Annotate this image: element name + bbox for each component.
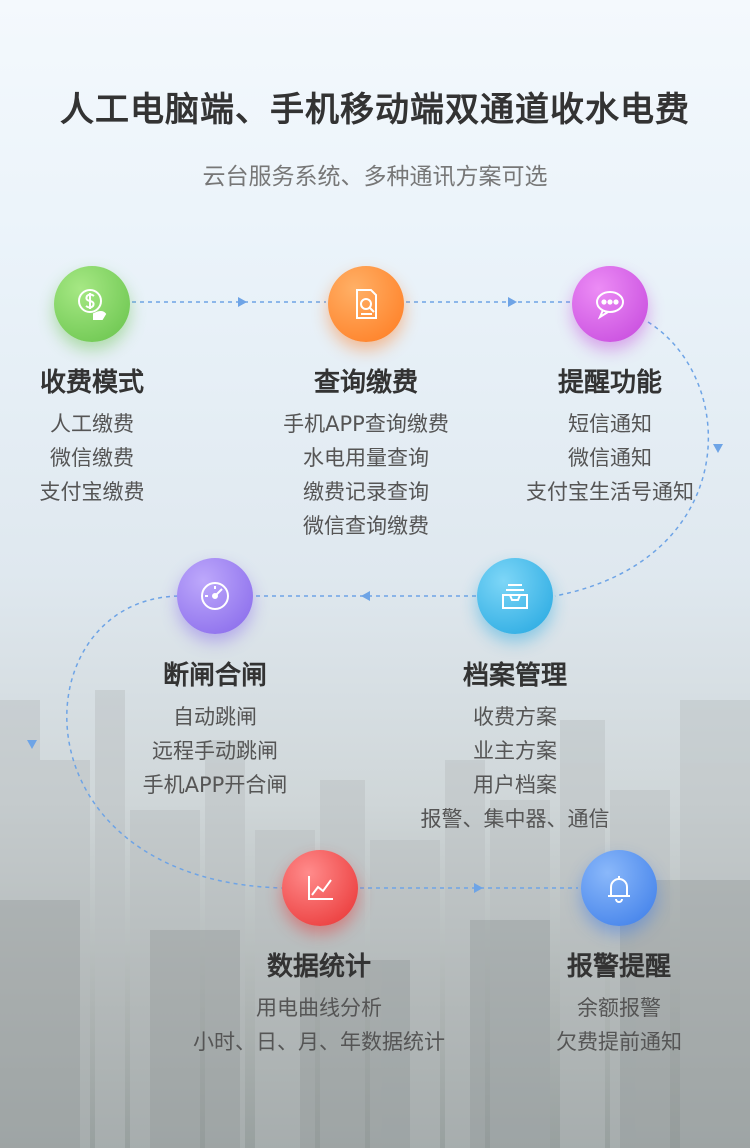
feature-item: 余额报警 xyxy=(577,996,661,1020)
feature-item: 短信通知 xyxy=(568,412,652,436)
feature-item: 收费方案 xyxy=(473,705,557,729)
feature-item: 业主方案 xyxy=(473,739,557,763)
feature-title: 提醒功能 xyxy=(557,368,662,398)
feature-data-statistics: 数据统计 用电曲线分析 小时、日、月、年数据统计 xyxy=(166,946,472,1059)
feature-query-payment: 查询缴费 手机APP查询缴费 水电用量查询 缴费记录查询 微信查询缴费 xyxy=(256,362,476,543)
feature-item: 微信查询缴费 xyxy=(303,514,429,538)
feature-item: 手机APP开合闸 xyxy=(142,773,288,797)
feature-item: 自动跳闸 xyxy=(173,705,257,729)
line-chart-icon xyxy=(282,850,358,926)
feature-item: 支付宝生活号通知 xyxy=(526,480,694,504)
feature-title: 数据统计 xyxy=(266,952,371,982)
feature-title: 报警提醒 xyxy=(566,952,671,982)
feature-item: 水电用量查询 xyxy=(303,446,429,470)
document-search-icon xyxy=(328,266,404,342)
feature-item: 欠费提前通知 xyxy=(556,1030,682,1054)
feature-item: 用户档案 xyxy=(473,773,557,797)
dollar-hand-icon xyxy=(54,266,130,342)
feature-item: 手机APP查询缴费 xyxy=(283,412,449,436)
feature-alarm-reminder: 报警提醒 余额报警 欠费提前通知 xyxy=(519,946,719,1059)
page-subtitle: 云台服务系统、多种通讯方案可选 xyxy=(202,164,548,190)
feature-billing-mode: 收费模式 人工缴费 微信缴费 支付宝缴费 xyxy=(17,362,167,509)
gauge-icon xyxy=(177,558,253,634)
chat-bubble-icon xyxy=(572,266,648,342)
feature-title: 档案管理 xyxy=(462,661,567,691)
feature-title: 收费模式 xyxy=(39,368,144,398)
feature-item: 报警、集中器、通信 xyxy=(420,807,610,831)
feature-breaker-control: 断闸合闸 自动跳闸 远程手动跳闸 手机APP开合闸 xyxy=(115,655,315,802)
feature-item: 远程手动跳闸 xyxy=(152,739,278,763)
feature-item: 支付宝缴费 xyxy=(39,480,145,504)
feature-notification: 提醒功能 短信通知 微信通知 支付宝生活号通知 xyxy=(500,362,720,509)
feature-title: 查询缴费 xyxy=(313,368,418,398)
feature-title: 断闸合闸 xyxy=(162,661,267,691)
archive-tray-icon xyxy=(477,558,553,634)
feature-archive-management: 档案管理 收费方案 业主方案 用户档案 报警、集中器、通信 xyxy=(395,655,635,836)
feature-item: 缴费记录查询 xyxy=(303,480,429,504)
feature-item: 微信通知 xyxy=(568,446,652,470)
bell-icon xyxy=(581,850,657,926)
feature-item: 用电曲线分析 xyxy=(256,996,382,1020)
page-title: 人工电脑端、手机移动端双通道收水电费 xyxy=(60,90,690,130)
feature-item: 微信缴费 xyxy=(50,446,134,470)
feature-item: 小时、日、月、年数据统计 xyxy=(193,1030,445,1054)
feature-item: 人工缴费 xyxy=(50,412,134,436)
